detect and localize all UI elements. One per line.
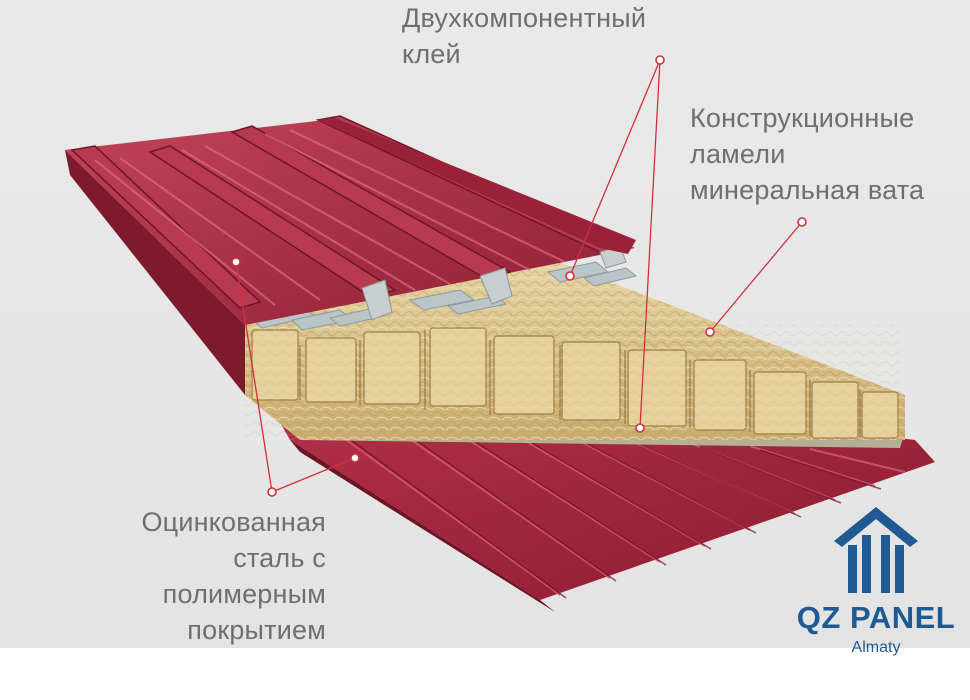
diagram-canvas: Двухкомпонентный клей Конструкционные ла… xyxy=(0,0,970,648)
mineral-wool-core xyxy=(245,255,905,440)
sandwich-panel-illustration xyxy=(65,55,935,612)
label-two-component-glue: Двухкомпонентный клей xyxy=(402,3,647,69)
pointer-lines xyxy=(235,59,803,493)
label-galvanized-steel: Оцинкованная сталь с полимерным покрытие… xyxy=(141,507,326,645)
logo-city: Almaty xyxy=(851,639,901,656)
qz-panel-logo: QZ PANEL Almaty xyxy=(790,505,962,665)
house-icon xyxy=(834,507,918,593)
top-steel-sheet xyxy=(65,115,636,395)
label-mineral-wool-lamellas: Конструкционные ламели минеральная вата xyxy=(690,103,925,205)
pointer-dots xyxy=(231,55,807,497)
logo-name: QZ PANEL xyxy=(796,600,956,635)
